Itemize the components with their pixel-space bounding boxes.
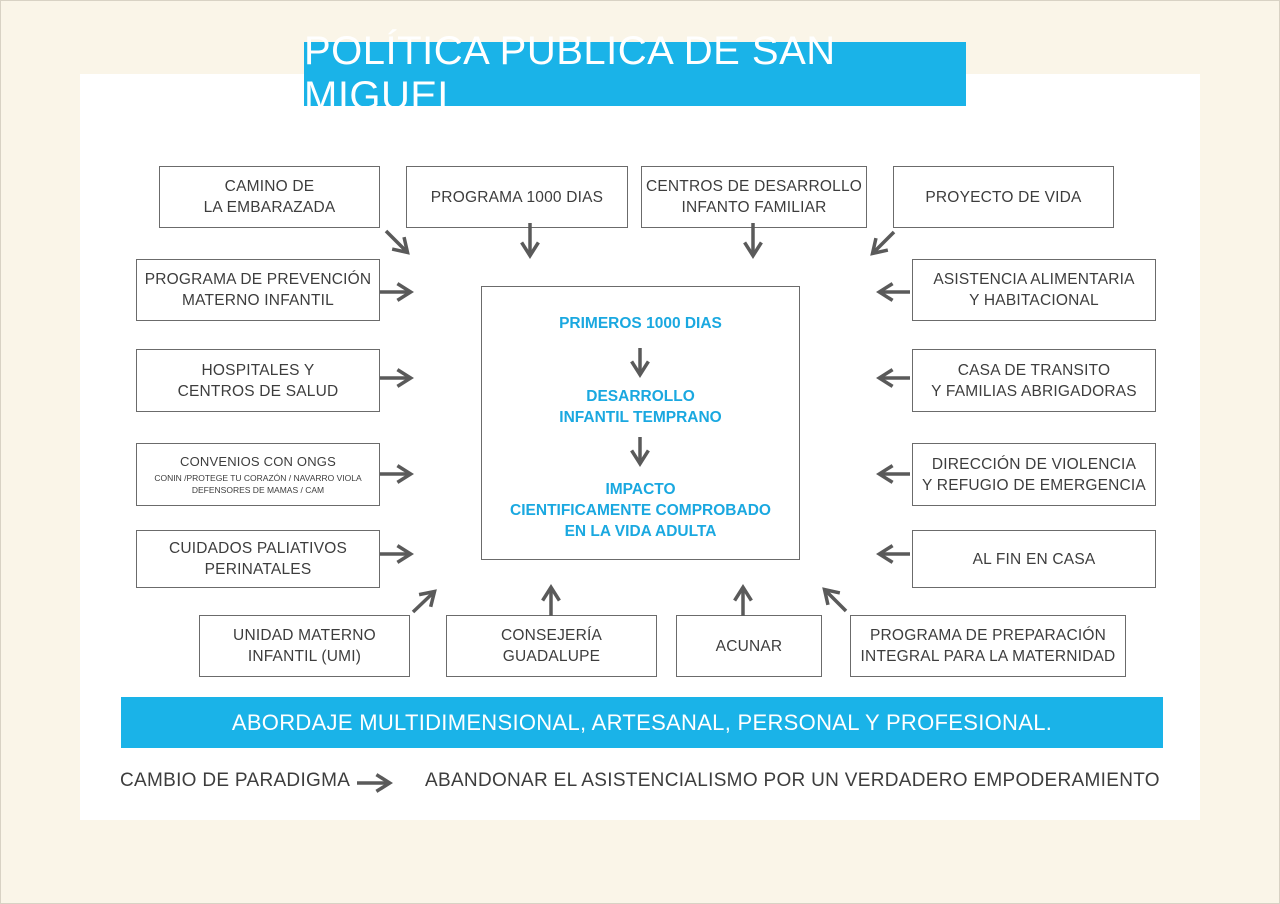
footer-right: ABANDONAR EL ASISTENCIALISMO POR UN VERD…	[425, 770, 1160, 791]
box-line: CONVENIOS CON ONGS	[179, 454, 336, 469]
box-proyecto-vida: PROYECTO DE VIDA	[893, 166, 1114, 228]
box-line: INTEGRAL PARA LA MATERNIDAD	[860, 648, 1116, 665]
box-subline: CONIN /PROTEGE TU CORAZÓN / NAVARRO VIOL…	[154, 473, 362, 483]
box-consejeria-guadalupe: CONSEJERÍA GUADALUPE	[446, 615, 657, 677]
footer-left: CAMBIO DE PARADIGMA	[120, 770, 351, 791]
box-line: CENTROS DE DESARROLLO	[645, 178, 863, 195]
center-step-1: PRIMEROS 1000 DIAS	[559, 315, 722, 332]
banner: ABORDAJE MULTIDIMENSIONAL, ARTESANAL, PE…	[121, 697, 1163, 748]
box-asistencia-alimentaria: ASISTENCIA ALIMENTARIA Y HABITACIONAL	[912, 259, 1156, 321]
box-line: LA EMBARAZADA	[203, 199, 336, 216]
box-prevencion-materno: PROGRAMA DE PREVENCIÓN MATERNO INFANTIL	[136, 259, 380, 321]
center-step-3-line3: EN LA VIDA ADULTA	[564, 523, 717, 540]
box-line: PERINATALES	[204, 561, 312, 578]
box-line: CASA DE TRANSITO	[957, 361, 1111, 379]
box-hospitales: HOSPITALES Y CENTROS DE SALUD	[136, 349, 380, 412]
box-line: CUIDADOS PALIATIVOS	[168, 540, 348, 557]
box-line: PROGRAMA DE PREPARACIÓN	[870, 627, 1106, 644]
box-line: CAMINO DE	[224, 178, 315, 195]
box-al-fin-en-casa: AL FIN EN CASA	[912, 530, 1156, 588]
center-step-3-line1: IMPACTO	[605, 481, 676, 498]
box-subline: DEFENSORES DE MAMAS / CAM	[191, 485, 325, 495]
box-casa-transito: CASA DE TRANSITO Y FAMILIAS ABRIGADORAS	[912, 349, 1156, 412]
box-line: GUADALUPE	[502, 648, 601, 665]
box-line: INFANTIL (UMI)	[247, 648, 362, 665]
box-direccion-violencia: DIRECCIÓN DE VIOLENCIA Y REFUGIO DE EMER…	[912, 443, 1156, 506]
box-line: ACUNAR	[715, 637, 783, 655]
box-line: PROGRAMA DE PREVENCIÓN	[144, 271, 372, 288]
box-line: UNIDAD MATERNO	[233, 627, 376, 644]
box-convenios-ongs: CONVENIOS CON ONGS CONIN /PROTEGE TU COR…	[136, 443, 380, 506]
center-step-2-line1: DESARROLLO	[586, 388, 695, 405]
box-cuidados-paliativos: CUIDADOS PALIATIVOS PERINATALES	[136, 530, 380, 588]
center-box: PRIMEROS 1000 DIAS DESARROLLO INFANTIL T…	[481, 286, 800, 560]
box-line: Y HABITACIONAL	[969, 292, 1099, 309]
box-line: PROGRAMA 1000 DIAS	[430, 188, 604, 206]
box-centros-desarrollo: CENTROS DE DESARROLLO INFANTO FAMILIAR	[641, 166, 867, 228]
box-camino-embarazada: CAMINO DE LA EMBARAZADA	[159, 166, 380, 228]
box-line: HOSPITALES Y	[201, 361, 315, 379]
box-line: Y FAMILIAS ABRIGADORAS	[931, 382, 1137, 400]
box-line: MATERNO INFANTIL	[182, 292, 334, 309]
center-step-2-line2: INFANTIL TEMPRANO	[559, 409, 722, 426]
box-line: PROYECTO DE VIDA	[925, 188, 1082, 206]
box-line: CENTROS DE SALUD	[177, 382, 339, 400]
box-programa-1000-dias: PROGRAMA 1000 DIAS	[406, 166, 628, 228]
box-line: CONSEJERÍA	[500, 627, 603, 644]
box-line: AL FIN EN CASA	[972, 550, 1096, 568]
center-step-3-line2: CIENTIFICAMENTE COMPROBADO	[510, 502, 771, 519]
box-line: DIRECCIÓN DE VIOLENCIA	[931, 455, 1137, 473]
page-title: POLÍTICA PUBLICA DE SAN MIGUEL	[304, 29, 966, 118]
box-unidad-materno: UNIDAD MATERNO INFANTIL (UMI)	[199, 615, 410, 677]
box-line: ASISTENCIA ALIMENTARIA	[933, 271, 1135, 288]
box-acunar: ACUNAR	[676, 615, 822, 677]
box-line: Y REFUGIO DE EMERGENCIA	[922, 476, 1146, 494]
box-preparacion-maternidad: PROGRAMA DE PREPARACIÓN INTEGRAL PARA LA…	[850, 615, 1126, 677]
box-line: INFANTO FAMILIAR	[681, 199, 827, 216]
